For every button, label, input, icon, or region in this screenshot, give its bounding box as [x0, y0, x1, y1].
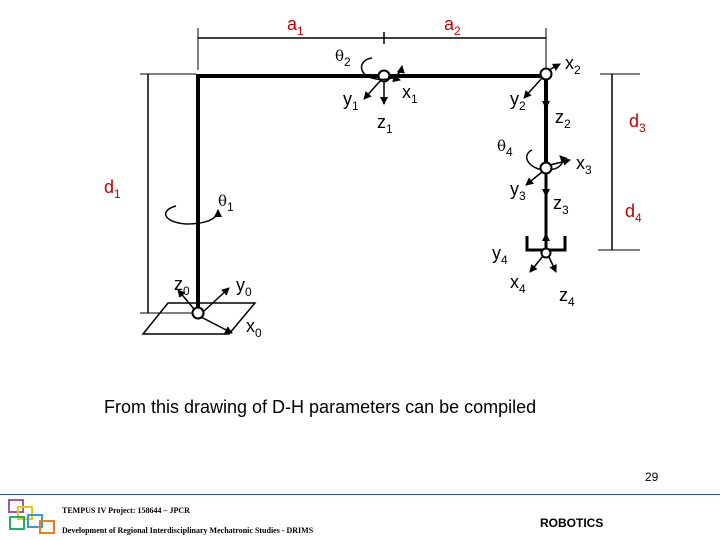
label-z0: z0: [174, 274, 190, 298]
joint-3: [539, 67, 553, 81]
label-x0: x0: [246, 316, 262, 340]
label-y1: y1: [343, 89, 359, 113]
joint-4: [539, 161, 553, 175]
label-d4: d4: [625, 201, 642, 225]
label-d3: d3: [629, 111, 646, 135]
label-z4: z4: [559, 285, 575, 309]
robot-link-frame: [196, 74, 548, 312]
footer-brand: ROBOTICS: [540, 516, 604, 530]
tempus-logo-icon: [8, 499, 55, 534]
label-z3: z3: [553, 193, 569, 217]
label-z1: z1: [377, 112, 393, 136]
label-d1: d1: [104, 177, 121, 201]
joint-base: [191, 306, 205, 320]
label-theta1: θ1: [218, 192, 234, 214]
label-x3: x3: [576, 153, 592, 177]
footer-program: Development of Regional Interdisciplinar…: [62, 526, 314, 535]
label-z2: z2: [555, 107, 571, 131]
theta2-rotation-arrow: [360, 57, 405, 81]
label-y3: y3: [510, 179, 526, 203]
label-a1: a1: [287, 14, 304, 38]
page-number: 29: [645, 470, 659, 484]
label-theta4: θ4: [497, 137, 513, 159]
label-y2: y2: [510, 89, 526, 113]
base-plate: [141, 302, 257, 335]
label-x4: x4: [510, 272, 526, 296]
label-y0: y0: [236, 275, 252, 299]
footer-rule: [0, 494, 720, 495]
label-y4: y4: [492, 243, 508, 267]
label-x1: x1: [402, 82, 418, 106]
footer-project: TEMPUS IV Project: 158644 – JPCR: [62, 506, 190, 515]
theta1-rotation-arrow: [165, 205, 222, 225]
slide-caption: From this drawing of D-H parameters can …: [104, 397, 537, 417]
label-theta2: θ2: [335, 47, 351, 69]
label-a2: a2: [444, 14, 461, 38]
label-x2: x2: [565, 53, 581, 77]
